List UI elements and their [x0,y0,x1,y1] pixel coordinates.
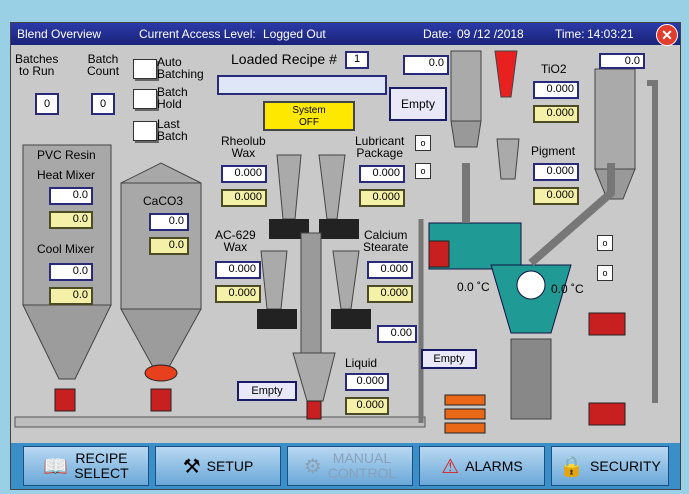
date-value: 09 /12 /2018 [457,27,524,41]
tio2-value-1: 0.000 [533,81,579,99]
pigment-hopper [496,138,520,180]
caco3-label: CaCO3 [143,194,184,208]
pvc-cool-value-2: 0.0 [49,287,93,305]
heat-mixer-label: Heat Mixer [37,168,96,182]
ac629-value-2: 0.000 [215,285,261,303]
security-button[interactable]: 🔒 SECURITY [551,446,669,486]
pigment-value-1: 0.000 [533,163,579,181]
loaded-recipe-label: Loaded Recipe # [231,51,337,67]
heat-mixer-temp: 0.0 ˚C [457,280,490,294]
caco3-value-1: 0.0 [149,213,189,231]
auto-batching-toggle[interactable] [133,59,157,79]
last-batch-label: Last Batch [157,117,188,143]
bottom-nav-bar: 📖 RECIPE SELECT ⚒ SETUP ⚙ MANUAL CONTROL… [11,443,680,489]
tools-icon: ⚒ [182,455,201,478]
pvc-resin-label: PVC Resin [37,148,96,162]
recipe-book-icon: 📖 [43,455,69,478]
pigment-value-2: 0.000 [533,187,579,205]
hmi-window: Blend Overview Current Access Level: Log… [10,22,681,490]
manual-control-button[interactable]: ⚙ MANUAL CONTROL [287,446,413,486]
rheolub-value-1: 0.000 [221,165,267,183]
pvc-valve [54,388,76,412]
liquid-label: Liquid [345,356,378,370]
system-status-button[interactable]: System OFF [263,101,355,131]
padlock-icon: 🔒 [559,455,585,478]
time-label: Time: [555,27,585,41]
gears-icon: ⚙ [303,455,322,478]
setup-button[interactable]: ⚒ SETUP [155,446,281,486]
batch-count-display: 0 [91,93,115,115]
date-label: Date: [423,27,452,41]
right-toggle-1[interactable]: o [597,235,613,251]
tio2-value-2: 0.000 [533,105,579,123]
batches-to-run-label: Batches to Run [15,52,59,78]
main-conveyor-pipe [14,416,426,428]
pvc-heat-value-1: 0.0 [49,187,93,205]
loaded-recipe-number[interactable]: 1 [345,51,369,69]
screen-title: Blend Overview [17,27,102,41]
calcium-value-2: 0.000 [367,285,413,303]
recipe-name-display [217,75,387,95]
batch-hold-label: Batch Hold [157,85,188,111]
lubricant-value-1: 0.000 [359,165,405,183]
rheolub-wax-label: Rheolub Wax [221,134,266,160]
lubricant-package-label: Lubricant Package [355,134,405,160]
liquid-empty-indicator: Empty [421,349,477,369]
weigh-hopper-empty-indicator: Empty [237,381,297,401]
pvc-silo-cone [22,304,112,380]
rheolub-value-2: 0.000 [221,189,267,207]
auto-batching-label: Auto Batching [157,55,204,81]
lubricant-toggle-2[interactable]: o [415,163,431,179]
batches-to-run-input[interactable]: 0 [35,93,59,115]
cool-mixer-temp: 0.0 ˚C [551,282,584,296]
warning-icon: ⚠ [441,455,460,478]
calcium-value-1: 0.000 [367,261,413,279]
liquid-top-value: 0.00 [377,325,417,343]
right-toggle-2[interactable]: o [597,265,613,281]
top-scale-value: 0.0 [403,55,449,75]
lubricant-value-2: 0.000 [359,189,405,207]
pigment-label: Pigment [531,144,576,158]
recipe-select-button[interactable]: 📖 RECIPE SELECT [23,446,149,486]
access-level-label: Current Access Level: [139,27,256,41]
tio2-top-value: 0.0 [599,53,645,69]
tio2-hopper [494,50,518,98]
access-level-value: Logged Out [263,27,326,41]
alarms-button[interactable]: ⚠ ALARMS [419,446,545,486]
calcium-stearate-label: Calcium Stearate [363,228,409,254]
last-batch-toggle[interactable] [133,121,157,141]
lubricant-toggle-1[interactable]: o [415,135,431,151]
pvc-heat-value-2: 0.0 [49,211,93,229]
caco3-value-2: 0.0 [149,237,189,255]
batch-hold-toggle[interactable] [133,89,157,109]
time-value: 14:03:21 [587,27,634,41]
rheolub-feeder [269,219,309,239]
pvc-cool-value-1: 0.0 [49,263,93,281]
close-icon[interactable]: ✕ [656,24,678,46]
tio2-label: TiO2 [541,62,567,76]
recipe-empty-indicator: Empty [389,87,447,121]
cool-mixer-label: Cool Mixer [37,242,95,256]
process-diagram [14,50,658,434]
caco3-valve [144,364,178,382]
liquid-value-2: 0.000 [345,397,389,415]
ac629-wax-label: AC-629 Wax [215,228,256,254]
title-bar: Blend Overview Current Access Level: Log… [11,23,680,46]
batch-count-label: Batch Count [87,52,120,78]
liquid-value-1: 0.000 [345,373,389,391]
ac629-value-1: 0.000 [215,261,261,279]
